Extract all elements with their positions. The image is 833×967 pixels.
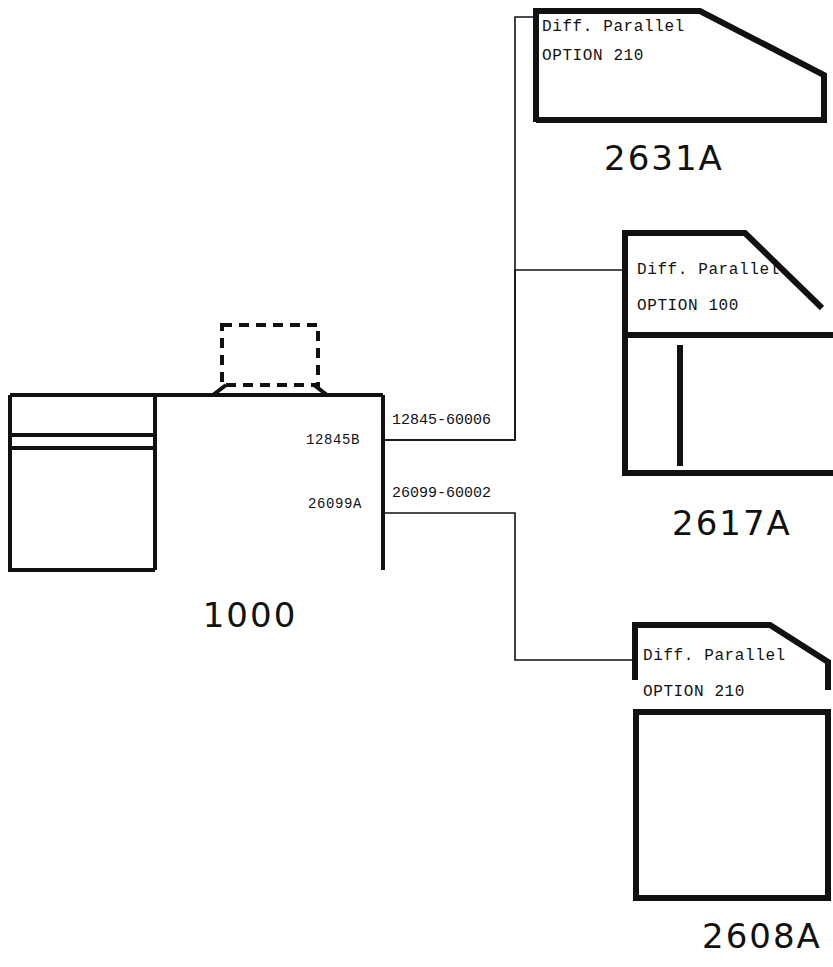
terminal-2608A: 2608ADiff. ParallelOPTION 210 [632, 622, 833, 900]
interface-label: Diff. Parallel [643, 648, 786, 666]
model-label: 2608A [702, 918, 822, 955]
model-label: 2617A [672, 505, 792, 542]
computer-1000: 100012845B26099A [10, 395, 383, 570]
cable-part-number: 26099-60002 [390, 486, 493, 503]
interface-label: Diff. Parallel [637, 262, 780, 280]
cable-line [383, 270, 622, 440]
interface-card-label: 12845B [306, 433, 360, 448]
terminal-2617A: 2617ADiff. ParallelOPTION 100 [622, 230, 833, 475]
interface-label: Diff. Parallel [542, 19, 685, 37]
cable-part-number: 12845-60006 [390, 413, 493, 430]
outline-stroke [533, 8, 827, 122]
interface-card-label: 26099A [308, 497, 362, 512]
outline-stroke [10, 395, 383, 570]
model-label: 2631A [604, 140, 724, 177]
outline-stroke [632, 622, 828, 690]
outline-stroke [622, 230, 833, 476]
outline-stroke [636, 712, 828, 898]
terminal-2631A: 2631ADiff. ParallelOPTION 210 [533, 8, 833, 125]
outline-stroke [213, 385, 327, 395]
cable-line [383, 513, 632, 660]
option-label: OPTION 210 [542, 48, 644, 66]
cable-line [383, 17, 533, 440]
outline-stroke [222, 325, 318, 385]
option-label: OPTION 210 [643, 684, 745, 702]
model-label: 1000 [203, 597, 298, 634]
option-label: OPTION 100 [637, 298, 739, 316]
